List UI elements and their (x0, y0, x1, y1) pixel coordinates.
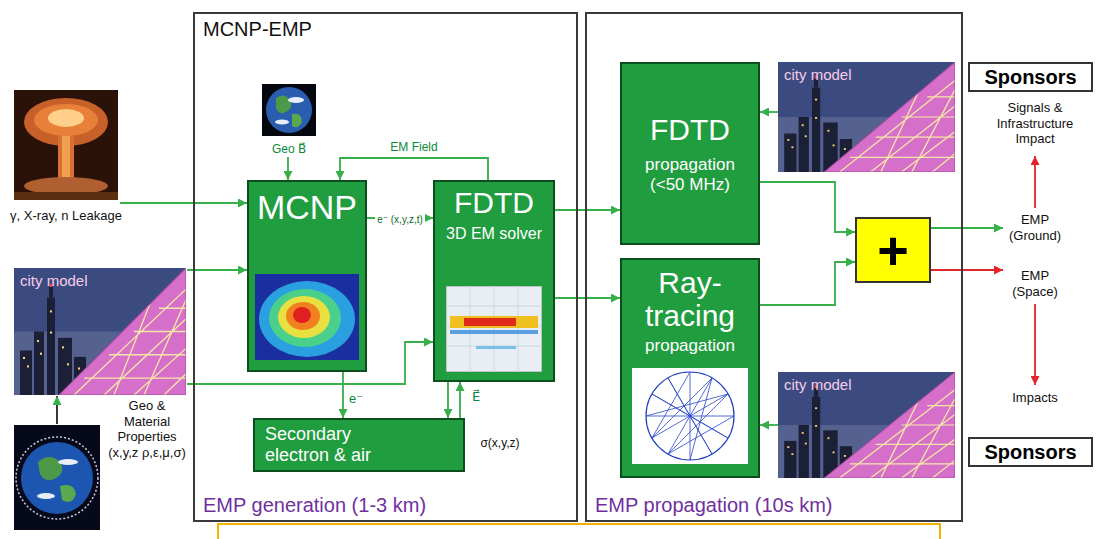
box-title: Ray-tracing (626, 266, 754, 332)
text-label: Geo B⃗ (272, 142, 306, 156)
box-text: propagation (<50 MHz) (626, 155, 754, 194)
text-label: γ, X-ray, n Leakage (10, 208, 122, 224)
text-label: EMP (Ground) (1000, 212, 1070, 243)
label-holder: e⁻ (347, 389, 365, 407)
label-holder: Impacts (990, 388, 1080, 406)
earth-image (262, 84, 316, 136)
connector-arrow (459, 382, 461, 418)
text-label: city model (784, 66, 852, 84)
label-holder: city model (784, 66, 884, 84)
field-image (446, 286, 542, 372)
box-title: FDTD (650, 113, 730, 148)
label-holder: e⁻ (x,y,z,t) (374, 209, 426, 227)
connector-arrow (760, 262, 855, 305)
process-box: MCNP (247, 180, 367, 372)
text-label: city model (784, 376, 852, 394)
text-label: EMP (Space) (1000, 268, 1070, 299)
text-label: city model (20, 272, 88, 290)
box-title: Sponsors (984, 441, 1076, 464)
label-holder: Geo & Material Properties (x,y,z ρ,ε,μ,σ… (104, 398, 190, 461)
label-holder: EMP (Ground) (1000, 212, 1070, 244)
text-label: Geo & Material Properties (x,y,z ρ,ε,μ,σ… (104, 398, 190, 460)
band-outline (218, 524, 940, 539)
box-title: MCNP (257, 188, 357, 227)
label-holder: Geo B⃗ (258, 139, 320, 157)
sum-sign: + (877, 223, 909, 277)
text-label: Signals & Infrastructure Impact (980, 100, 1090, 147)
process-box: Secondary electron & air (253, 418, 465, 472)
box-text: propagation (645, 336, 735, 356)
text-label: Impacts (1012, 390, 1058, 406)
connector-arrow (555, 209, 620, 211)
connector-arrow (342, 372, 344, 418)
box-title: FDTD (454, 186, 534, 221)
label-holder: E⃗ (470, 387, 482, 405)
city-model-image (14, 268, 186, 395)
process-box: FDTD 3D EM solver (433, 180, 555, 382)
panel-caption: EMP generation (1-3 km) (195, 494, 426, 520)
edge-label: e⁻ (x,y,z,t) (375, 214, 425, 226)
connector-arrow (555, 297, 620, 299)
process-box: FDTD propagation (<50 MHz) (620, 62, 760, 245)
edge-label: EM Field (388, 141, 439, 155)
heatmap-image (255, 274, 359, 360)
label-holder: city model (784, 376, 884, 394)
ray-tracing-image (632, 368, 748, 464)
process-box: Ray-tracing propagation (620, 258, 760, 478)
connector-arrow (340, 158, 488, 180)
panel-frame: EMP propagation (10s km) FDTD propagation … (585, 12, 963, 522)
sum-junction: + (855, 217, 931, 283)
city-model-image (778, 372, 955, 478)
label-holder: γ, X-ray, n Leakage (10, 206, 122, 224)
edge-label: E⃗ (470, 390, 482, 405)
earth-image (14, 425, 100, 530)
label-holder: city model (20, 272, 120, 290)
explosion-image (14, 90, 118, 200)
flow-arrows (57, 112, 1035, 425)
edge-label: σ(x,y,z) (478, 437, 521, 451)
box-text: 3D EM solver (446, 225, 542, 243)
label-holder: EM Field (388, 137, 439, 155)
connector-arrow (447, 382, 449, 418)
edge-label: e⁻ (347, 392, 365, 407)
sponsor-box: Sponsors (968, 437, 1093, 467)
panel-title: MCNP-EMP (195, 14, 312, 41)
label-holder: EMP (Space) (1000, 268, 1070, 300)
label-holder: σ(x,y,z) (478, 433, 521, 451)
city-model-image (778, 62, 955, 172)
box-title: Sponsors (984, 66, 1076, 89)
box-text: Secondary electron & air (265, 424, 415, 465)
connector-arrow (760, 182, 855, 232)
panel-caption: EMP propagation (10s km) (587, 494, 833, 520)
label-holder: Signals & Infrastructure Impact (980, 100, 1090, 147)
sponsor-box: Sponsors (968, 62, 1093, 92)
